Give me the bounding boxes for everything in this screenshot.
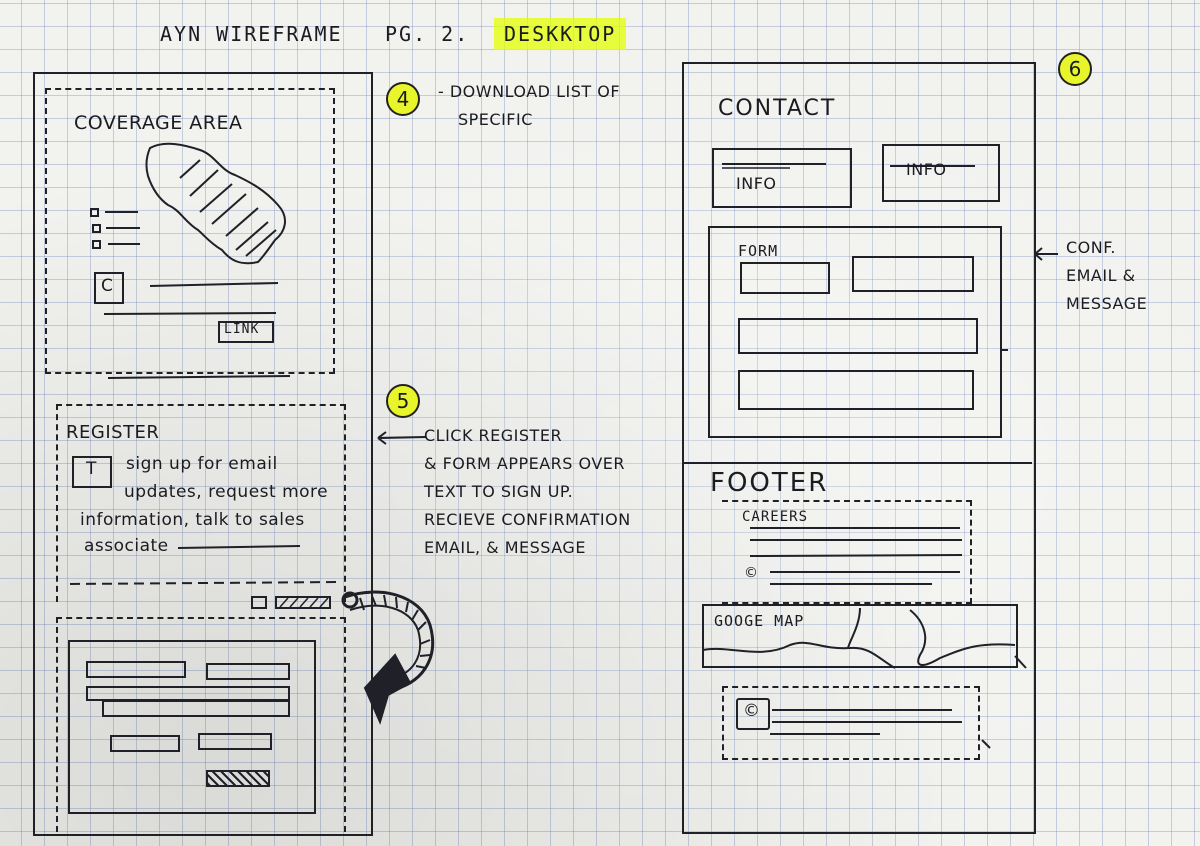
desktop-frame-right [682, 62, 1036, 834]
list-checkbox [92, 240, 101, 249]
list-checkbox [90, 208, 99, 217]
note-form-line-2: EMAIL & [1066, 266, 1136, 285]
contact-info-right-label: INFO [906, 160, 947, 179]
wireframe-title: AYN WIREFRAME [160, 22, 343, 46]
note-5-line-5: EMAIL, & MESSAGE [424, 538, 586, 557]
contact-title: CONTACT [718, 96, 837, 121]
coverage-title: COVERAGE AREA [74, 112, 243, 134]
contact-form [708, 226, 1002, 438]
note-form-line-1: CONF. [1066, 238, 1116, 257]
list-checkbox [92, 224, 101, 233]
register-button-sketch [275, 596, 331, 609]
register-form-field[interactable] [206, 663, 290, 680]
contact-form-field[interactable] [738, 370, 974, 410]
note-4-badge: 4 [386, 82, 420, 116]
flow-arrow [344, 590, 435, 692]
footer-divider [682, 462, 1032, 464]
coverage-link-label: LINK [224, 322, 260, 337]
register-form-field[interactable] [198, 733, 272, 750]
note-form-line-3: MESSAGE [1066, 294, 1148, 313]
register-icon-letter: T [86, 459, 97, 479]
register-text-1: sign up for email [126, 454, 278, 474]
footer-title: FOOTER [710, 468, 829, 498]
arrowhead [363, 653, 412, 725]
contact-info-left-label: INFO [736, 174, 777, 193]
register-icon [72, 456, 112, 488]
register-form [68, 640, 316, 814]
footer-careers-label: CAREERS [742, 509, 809, 525]
register-small-box [251, 596, 267, 609]
note-5-line-3: TEXT TO SIGN UP. [424, 482, 574, 501]
contact-info-left [712, 148, 852, 208]
coverage-map [145, 142, 286, 265]
note-5-badge: 5 [386, 384, 420, 418]
register-form-field[interactable] [86, 661, 186, 678]
footer-bottom-copyright-icon: © [743, 701, 761, 721]
contact-info-right [882, 144, 1000, 202]
footer-copyright-icon: © [744, 565, 759, 581]
desktop-frame-left [33, 72, 373, 836]
contact-form-field[interactable] [740, 262, 830, 294]
device-label: DESKKTOP [494, 18, 627, 50]
register-section [56, 404, 346, 602]
google-map [702, 604, 1018, 668]
note-4-line-1: - DOWNLOAD LIST OF [438, 82, 621, 101]
contact-form-field[interactable] [852, 256, 974, 292]
note-5-line-2: & FORM APPEARS OVER [424, 454, 626, 473]
coverage-map-hatch [179, 159, 277, 257]
note-6-badge: 6 [1058, 52, 1092, 86]
page-number: PG. 2. [385, 22, 470, 46]
coverage-link-button[interactable] [218, 321, 274, 343]
footer-bottom-icon-box [736, 698, 770, 730]
google-map-label: GOOGE MAP [714, 612, 805, 630]
coverage-icon-letter: C [101, 276, 114, 296]
coverage-icon [94, 272, 124, 304]
note-5-line-1: CLICK REGISTER [424, 426, 563, 445]
contact-form-label: FORM [738, 242, 779, 260]
footer-careers-section [722, 500, 972, 604]
footer-bottom-section [722, 686, 980, 760]
register-form-field[interactable] [110, 735, 180, 752]
note-5-line-4: RECIEVE CONFIRMATION [424, 510, 631, 529]
register-submit-button[interactable] [206, 770, 270, 787]
register-text-2: updates, request more [124, 482, 329, 502]
note-4-line-2: SPECIFIC [458, 110, 533, 129]
coverage-section [45, 88, 335, 374]
register-form-field[interactable] [102, 700, 290, 717]
register-form-container [56, 617, 346, 832]
register-text-4: associate [84, 536, 169, 556]
register-text-3: information, talk to sales [80, 510, 305, 530]
register-title: REGISTER [66, 422, 160, 443]
register-form-field[interactable] [86, 686, 290, 701]
contact-form-field[interactable] [738, 318, 978, 354]
map-roads [702, 607, 1016, 669]
